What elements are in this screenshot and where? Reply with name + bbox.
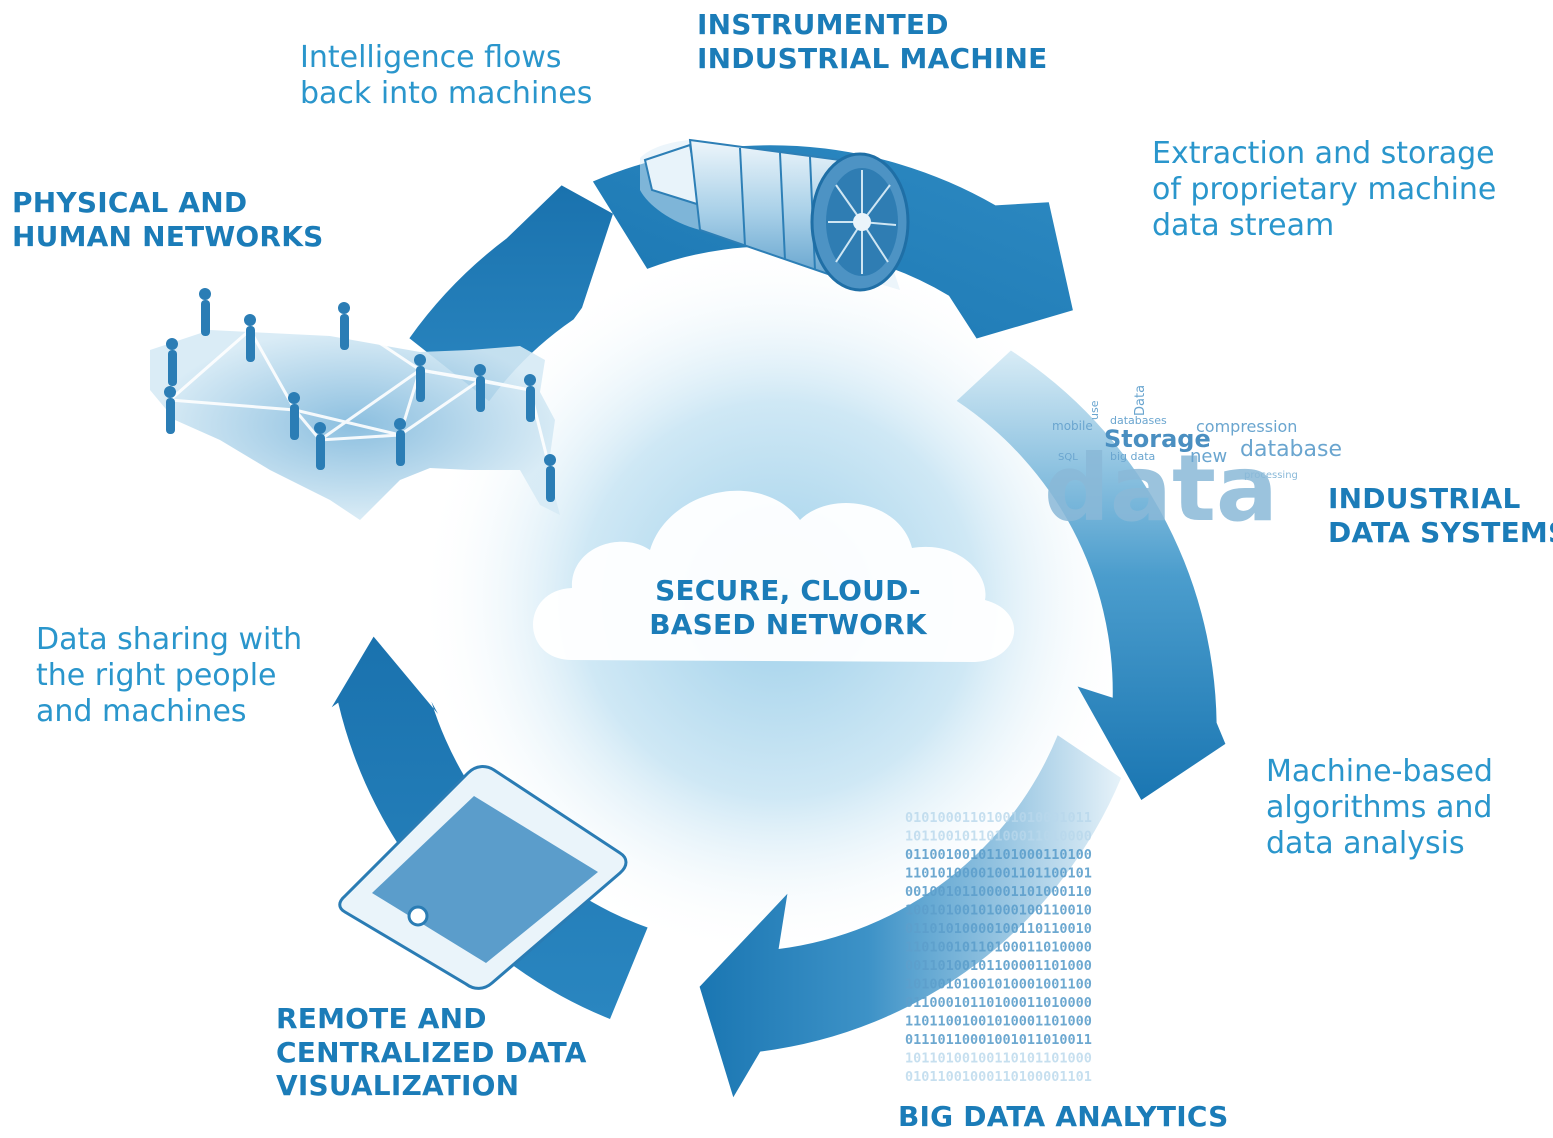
binary-row: 01101010000100110110010 (905, 921, 1092, 937)
binary-row: 11010010110100011010000 (905, 940, 1092, 956)
cloud-network-label: SECURE, CLOUD- BASED NETWORK (603, 574, 973, 641)
flow-intelligence-label: Intelligence flows back into machines (300, 40, 592, 112)
arrow-segment-intelligence (409, 185, 613, 402)
label-line: back into machines (300, 76, 593, 111)
label-line: CENTRALIZED DATA (276, 1035, 587, 1069)
label-line: and machines (36, 694, 247, 729)
label-line: REMOTE AND (276, 1002, 487, 1035)
binary-row: 01010001101001010001011 (905, 810, 1092, 826)
binary-row: 10100101001010001001100 (905, 977, 1092, 993)
word-cloud-word: databases (1110, 414, 1167, 427)
flow-algorithms-label: Machine-based algorithms and data analys… (1266, 754, 1493, 862)
data-word-cloud: data Storage database compression databa… (1044, 385, 1342, 542)
flow-extraction-label: Extraction and storage of proprietary ma… (1152, 136, 1496, 244)
smartphone-icon (129, 765, 628, 990)
label-line: BIG DATA ANALYTICS (898, 1100, 1229, 1133)
label-line: Extraction and storage (1152, 136, 1495, 171)
binary-row: 01011001000110100001101 (905, 1069, 1092, 1085)
label-line: data analysis (1266, 826, 1465, 861)
node-industrial-data-systems-label: INDUSTRIAL DATA SYSTEMS (1328, 482, 1553, 549)
binary-row: 00110100101100001101000 (905, 958, 1092, 974)
label-line: INDUSTRIAL (1328, 482, 1521, 515)
word-cloud-word: mobile (1052, 419, 1093, 433)
label-line: SECURE, CLOUD- (655, 574, 921, 607)
us-map-network-icon (150, 288, 560, 520)
label-line: of proprietary machine (1152, 172, 1497, 207)
word-cloud-word: database (1240, 437, 1342, 462)
binary-row: 11010100001001101100101 (905, 866, 1092, 882)
node-physical-human-networks-label: PHYSICAL AND HUMAN NETWORKS (12, 186, 323, 253)
arrow-segment-visualization (699, 735, 1122, 1098)
binary-row: 01100010110100011010000 (905, 995, 1092, 1011)
label-line: data stream (1152, 208, 1335, 243)
arrow-segment-algorithms (956, 350, 1226, 800)
label-line: algorithms and (1266, 790, 1493, 825)
binary-data-column: 01010001101001010001011 10110010110100011… (905, 810, 1092, 1085)
word-cloud-word: new (1190, 446, 1227, 467)
binary-row: 10110010110100011010000 (905, 829, 1092, 845)
word-cloud-big-word: data (1044, 435, 1278, 542)
node-instrumented-machine-label: INSTRUMENTED INDUSTRIAL MACHINE (697, 8, 1047, 75)
node-big-data-analytics-label: BIG DATA ANALYTICS (898, 1100, 1228, 1134)
label-line: HUMAN NETWORKS (12, 219, 324, 253)
word-cloud-word: SQL (1058, 452, 1078, 463)
word-cloud-word: Data (1133, 385, 1148, 416)
label-line: Intelligence flows (300, 40, 562, 75)
cloud-shape (533, 490, 1015, 662)
label-line: DATA SYSTEMS (1328, 515, 1553, 549)
label-line: BASED NETWORK (649, 607, 927, 641)
binary-row: 11011001001010001101000 (905, 1014, 1092, 1030)
word-cloud-word: processing (1244, 470, 1298, 481)
word-cloud-word: use (1088, 400, 1101, 420)
label-line: Machine-based (1266, 754, 1493, 789)
binary-row: 10010100101000100110010 (905, 903, 1092, 919)
label-line: INDUSTRIAL MACHINE (697, 41, 1048, 75)
binary-row: 01110110001001011010011 (905, 1032, 1092, 1048)
label-line: VISUALIZATION (276, 1069, 520, 1103)
word-cloud-word: big data (1110, 450, 1155, 463)
binary-row: 01100100101101000110100 (905, 847, 1092, 863)
jet-engine-icon (640, 138, 910, 292)
label-line: INSTRUMENTED (697, 8, 949, 41)
binary-row: 00100101100001101000110 (905, 884, 1092, 900)
label-line: the right people (36, 658, 277, 693)
flow-sharing-label: Data sharing with the right people and m… (36, 622, 302, 730)
word-cloud-word: Storage (1104, 425, 1211, 453)
word-cloud-word: compression (1196, 417, 1297, 436)
label-line: Data sharing with (36, 622, 303, 657)
binary-row: 10110100100110101101000 (905, 1051, 1092, 1067)
node-remote-visualization-label: REMOTE AND CENTRALIZED DATA VISUALIZATIO… (276, 1002, 587, 1103)
label-line: PHYSICAL AND (12, 186, 248, 219)
